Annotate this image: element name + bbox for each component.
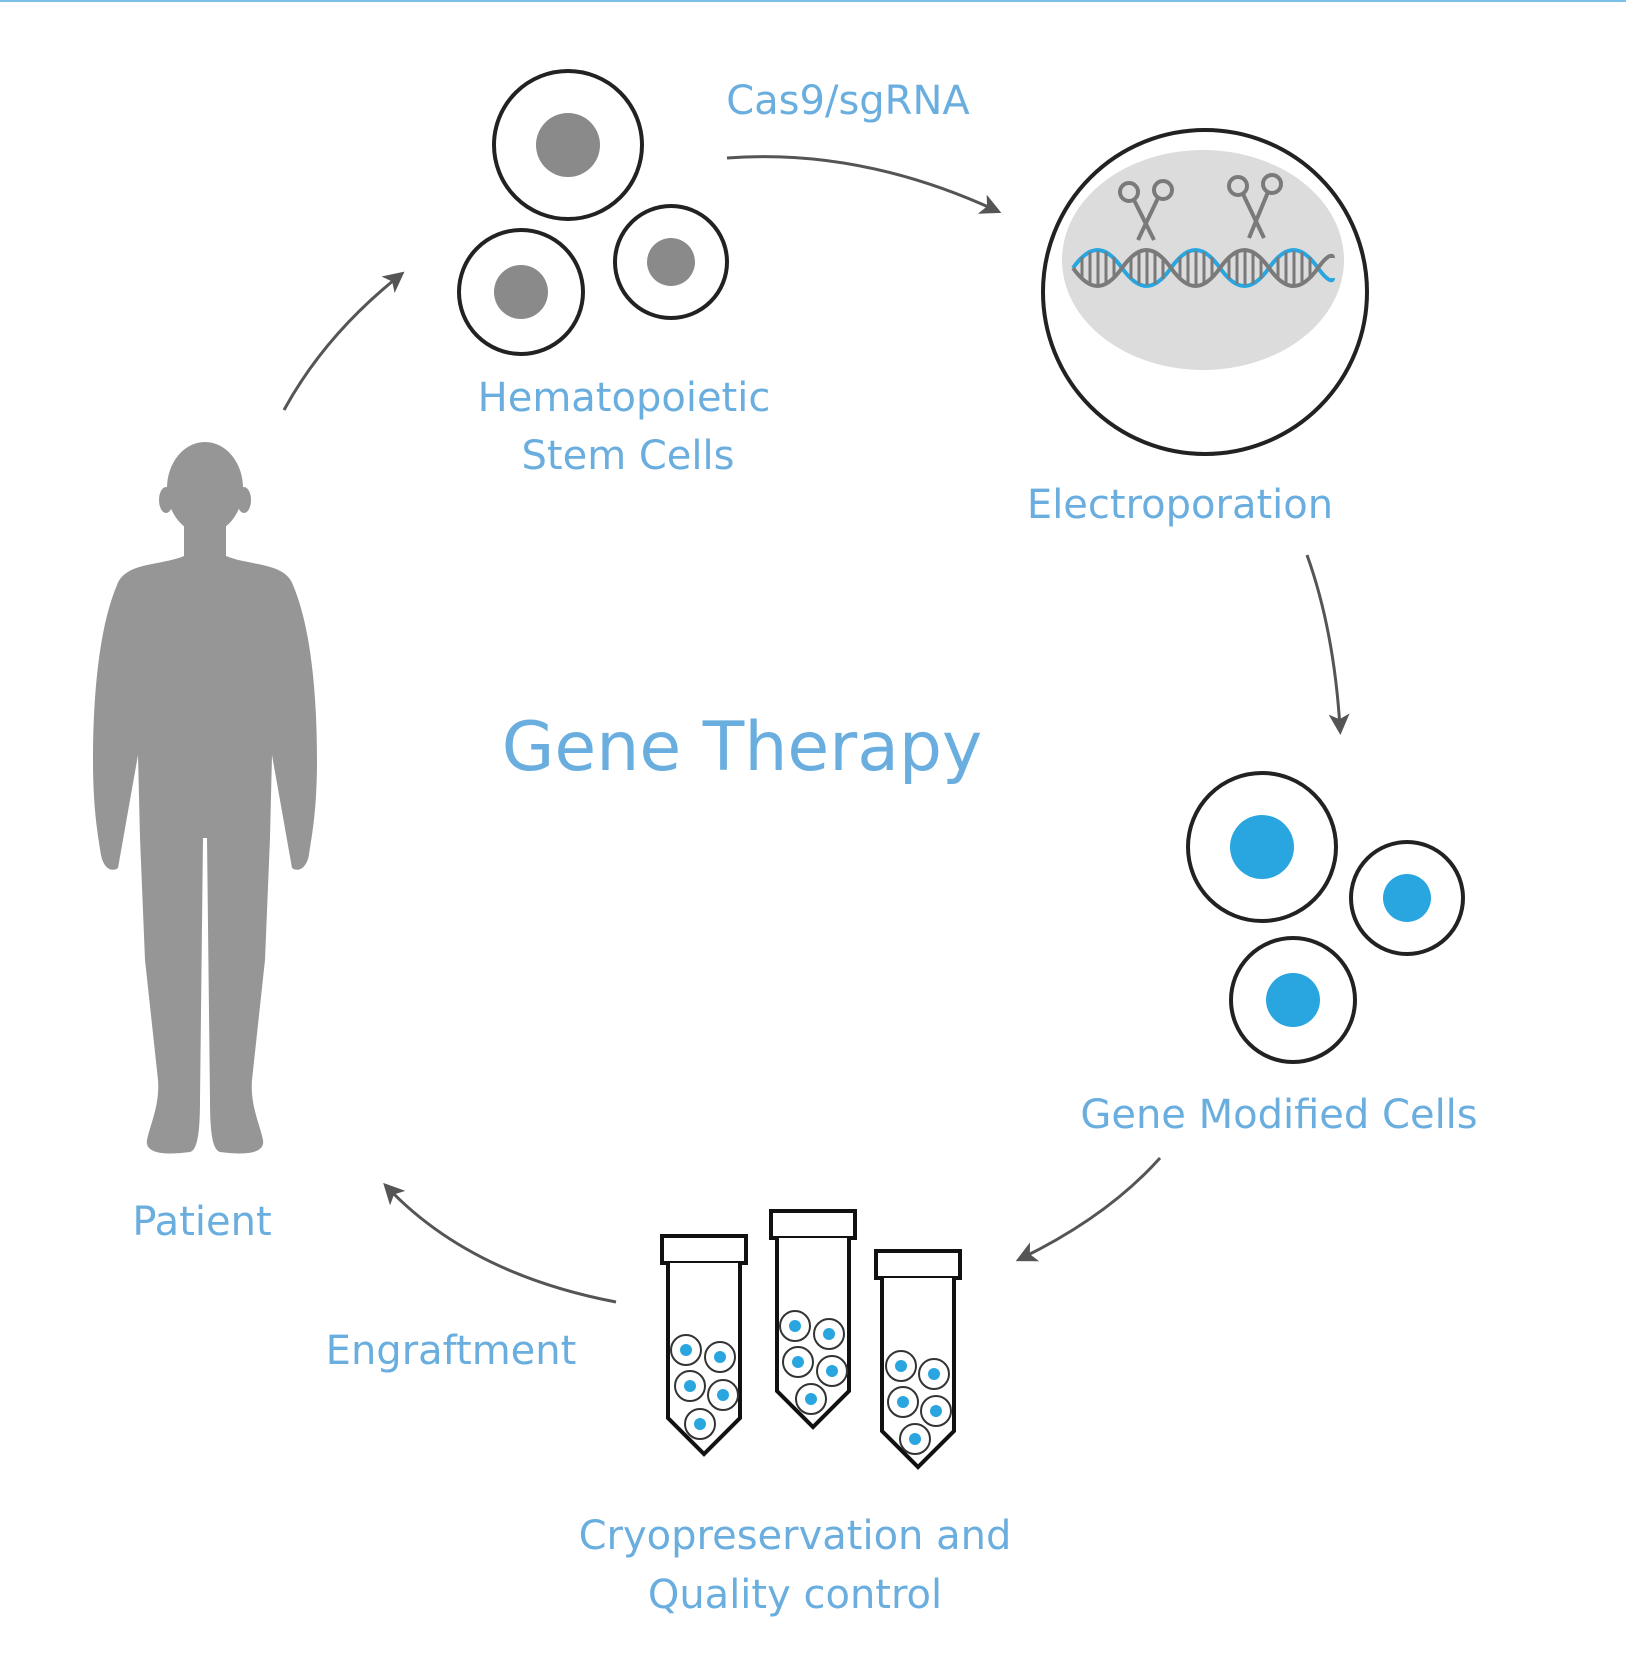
arrow-cas9-to-electroporation [726,155,1002,214]
cryo-label-line2: Quality control [648,1572,942,1618]
scissors-icon [1227,173,1283,239]
cell-icon [457,228,585,356]
hsc-label-line1: Hematopoietic [478,375,771,421]
cell-icon [613,204,729,320]
cell-icon [492,69,644,221]
person-silhouette-icon [93,442,317,1154]
cell-icon [1349,840,1465,956]
cell-icon [1186,771,1338,923]
arrow-modified-to-cryo [1015,1156,1162,1262]
patient-label: Patient [132,1199,271,1245]
arrow-cryo-to-patient [383,1182,617,1304]
electroporation-label: Electroporation [1027,482,1333,528]
dna-helix-icon [1071,248,1335,288]
cryo-tubes-icon [660,1209,962,1470]
cell-icon [1229,936,1357,1064]
cas9-label: Cas9/sgRNA [726,78,970,124]
test-tube-icon [769,1209,857,1430]
engraftment-label: Engraftment [326,1328,577,1374]
hsc-cells-icon [457,69,729,356]
cryo-label-line1: Cryopreservation and [579,1513,1012,1559]
arrow-patient-to-hsc [282,271,405,411]
hsc-label-line2: Stem Cells [522,433,735,479]
arrow-electroporation-to-modified [1305,554,1350,735]
test-tube-icon [874,1249,962,1470]
electroporation-cell-icon [1041,128,1369,456]
test-tube-icon [660,1234,748,1457]
modified-cells-icon [1186,771,1465,1064]
modified-label: Gene Modified Cells [1080,1092,1477,1138]
scissors-icon [1118,179,1174,241]
diagram-title: Gene Therapy [502,708,983,787]
